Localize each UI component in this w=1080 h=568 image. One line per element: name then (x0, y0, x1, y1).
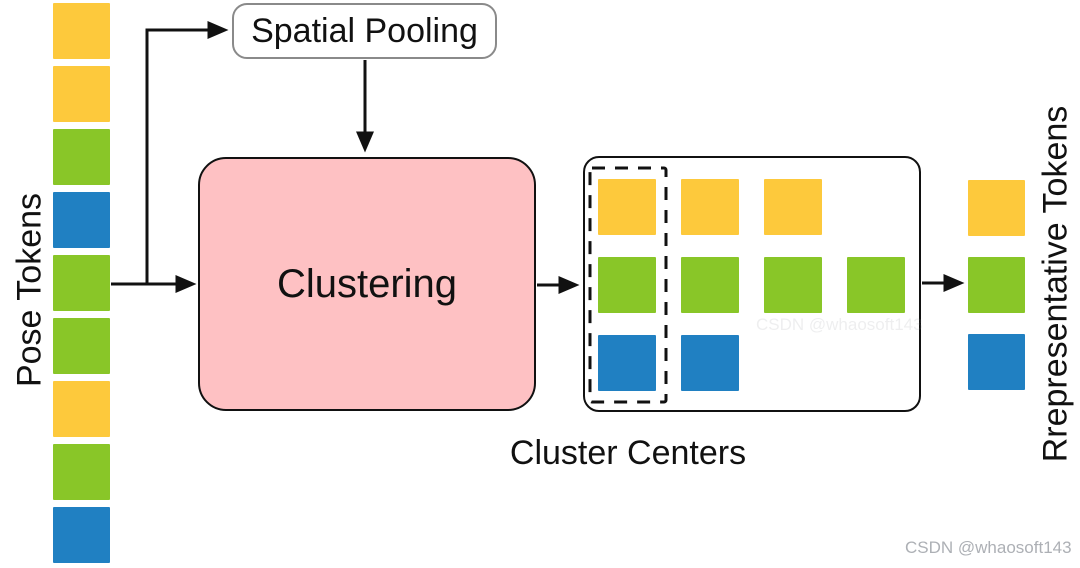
blue-token (968, 334, 1025, 390)
spatial-pooling-label: Spatial Pooling (251, 11, 478, 50)
blue-token (598, 335, 656, 391)
blue-token (53, 192, 110, 248)
pose-tokens-column (53, 3, 110, 563)
blue-token (681, 335, 739, 391)
yellow-token (764, 179, 822, 235)
cluster-centers-grid (598, 179, 905, 391)
cluster-row-green (598, 257, 905, 313)
clustering-box: Clustering (198, 157, 536, 411)
faint-watermark-text: CSDN @whaosoft143 (756, 315, 923, 334)
green-token (53, 129, 110, 185)
yellow-token (968, 180, 1025, 236)
watermark-text: CSDN @whaosoft143 (905, 538, 1072, 557)
green-token (968, 257, 1025, 313)
green-token (847, 257, 905, 313)
yellow-token (53, 66, 110, 122)
green-token (53, 444, 110, 500)
pose-tokens-label: Pose Tokens (10, 192, 49, 388)
representative-tokens-label: Rrepresentative Tokens (1036, 105, 1075, 463)
green-token (53, 255, 110, 311)
green-token (681, 257, 739, 313)
cluster-centers-caption: Cluster Centers (509, 434, 747, 472)
green-token (53, 318, 110, 374)
cluster-row-yellow (598, 179, 905, 235)
spatial-pooling-box: Spatial Pooling (232, 3, 497, 59)
green-token (598, 257, 656, 313)
cluster-row-blue (598, 335, 905, 391)
yellow-token (53, 3, 110, 59)
representative-tokens-column (968, 180, 1025, 390)
yellow-token (681, 179, 739, 235)
green-token (764, 257, 822, 313)
yellow-token (53, 381, 110, 437)
yellow-token (598, 179, 656, 235)
clustering-label: Clustering (276, 261, 458, 306)
blue-token (53, 507, 110, 563)
